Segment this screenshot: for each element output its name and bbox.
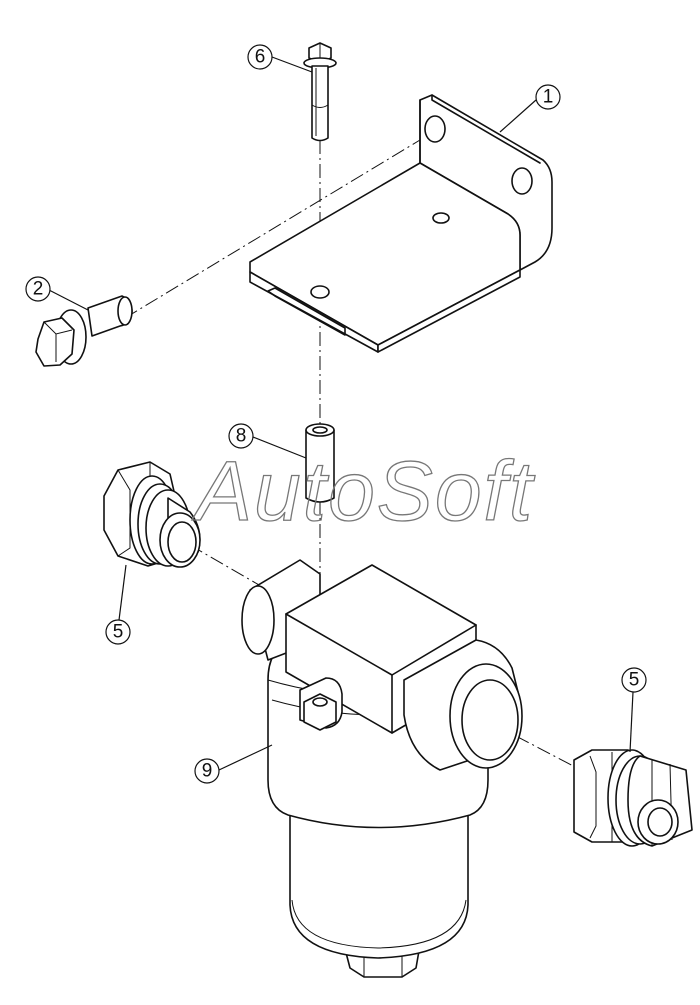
short-bolt: [35, 295, 133, 367]
callout-8: 8: [228, 423, 307, 459]
callout-8-label: 8: [236, 426, 247, 447]
long-bolt: [303, 42, 337, 142]
callout-1: 1: [499, 84, 561, 133]
spacer-sleeve: [305, 423, 335, 503]
callout-2-label: 2: [33, 279, 44, 300]
callout-1-label: 1: [543, 87, 554, 108]
bolt-axis: [124, 139, 421, 319]
callout-5-left: 5: [105, 564, 131, 645]
callout-2: 2: [25, 276, 89, 311]
callout-9: 9: [194, 744, 273, 784]
callout-6: 6: [247, 44, 313, 73]
watermark: AutoSoft: [191, 444, 536, 538]
mounting-bracket: [249, 94, 553, 353]
callout-5-left-label: 5: [113, 622, 124, 643]
left-port-fitting: [103, 461, 201, 568]
filter-assembly: [241, 559, 523, 978]
callout-5-right: 5: [621, 667, 647, 753]
right-port-fitting: [573, 749, 693, 847]
callout-5-right-label: 5: [629, 670, 640, 691]
callout-6-label: 6: [255, 47, 266, 68]
callout-9-label: 9: [202, 761, 213, 782]
